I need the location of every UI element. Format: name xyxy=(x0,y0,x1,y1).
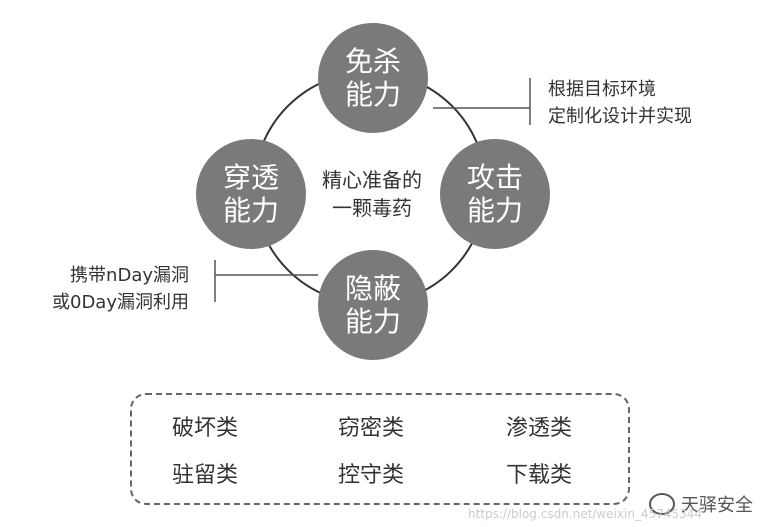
wechat-icon xyxy=(649,493,675,515)
node-attack-line1: 攻击 xyxy=(466,161,523,194)
category-theft: 窃密类 xyxy=(338,416,405,441)
watermark: 天驿安全 xyxy=(649,491,753,517)
node-evasion: 免杀 能力 xyxy=(318,23,428,133)
note-top-right-line2: 定制化设计并实现 xyxy=(548,106,692,127)
node-stealth-line2: 能力 xyxy=(344,305,401,338)
node-penetration-line2: 能力 xyxy=(222,194,279,227)
note-bottom-left: 携带nDay漏洞 或0Day漏洞利用 xyxy=(52,262,189,316)
center-label: 精心准备的 一颗毒药 xyxy=(312,166,432,222)
node-evasion-line1: 免杀 xyxy=(344,45,401,78)
node-attack-line2: 能力 xyxy=(466,194,523,227)
watermark-brand: 天驿安全 xyxy=(681,495,753,516)
category-persist: 驻留类 xyxy=(172,463,239,488)
center-label-line1: 精心准备的 xyxy=(322,168,422,192)
note-bottom-left-line2: 或0Day漏洞利用 xyxy=(52,292,189,313)
top-right-bracket xyxy=(433,78,531,125)
category-download: 下载类 xyxy=(506,463,573,488)
bottom-left-bracket xyxy=(214,260,318,302)
node-penetration-line1: 穿透 xyxy=(222,161,279,194)
center-label-line2: 一颗毒药 xyxy=(332,196,412,220)
node-stealth: 隐蔽 能力 xyxy=(318,250,428,360)
note-bottom-left-line1: 携带nDay漏洞 xyxy=(70,265,189,286)
category-infiltrate: 渗透类 xyxy=(506,416,573,441)
category-box xyxy=(130,393,630,505)
category-destroy: 破坏类 xyxy=(172,416,239,441)
watermark-url: https://blog.csdn.net/weixin_45745344 xyxy=(468,507,703,521)
note-top-right-line1: 根据目标环境 xyxy=(548,79,656,100)
note-top-right: 根据目标环境 定制化设计并实现 xyxy=(548,76,692,130)
category-control: 控守类 xyxy=(338,463,405,488)
node-evasion-line2: 能力 xyxy=(344,78,401,111)
node-penetration: 穿透 能力 xyxy=(196,139,306,249)
node-attack: 攻击 能力 xyxy=(440,139,550,249)
node-stealth-line1: 隐蔽 xyxy=(344,272,401,305)
